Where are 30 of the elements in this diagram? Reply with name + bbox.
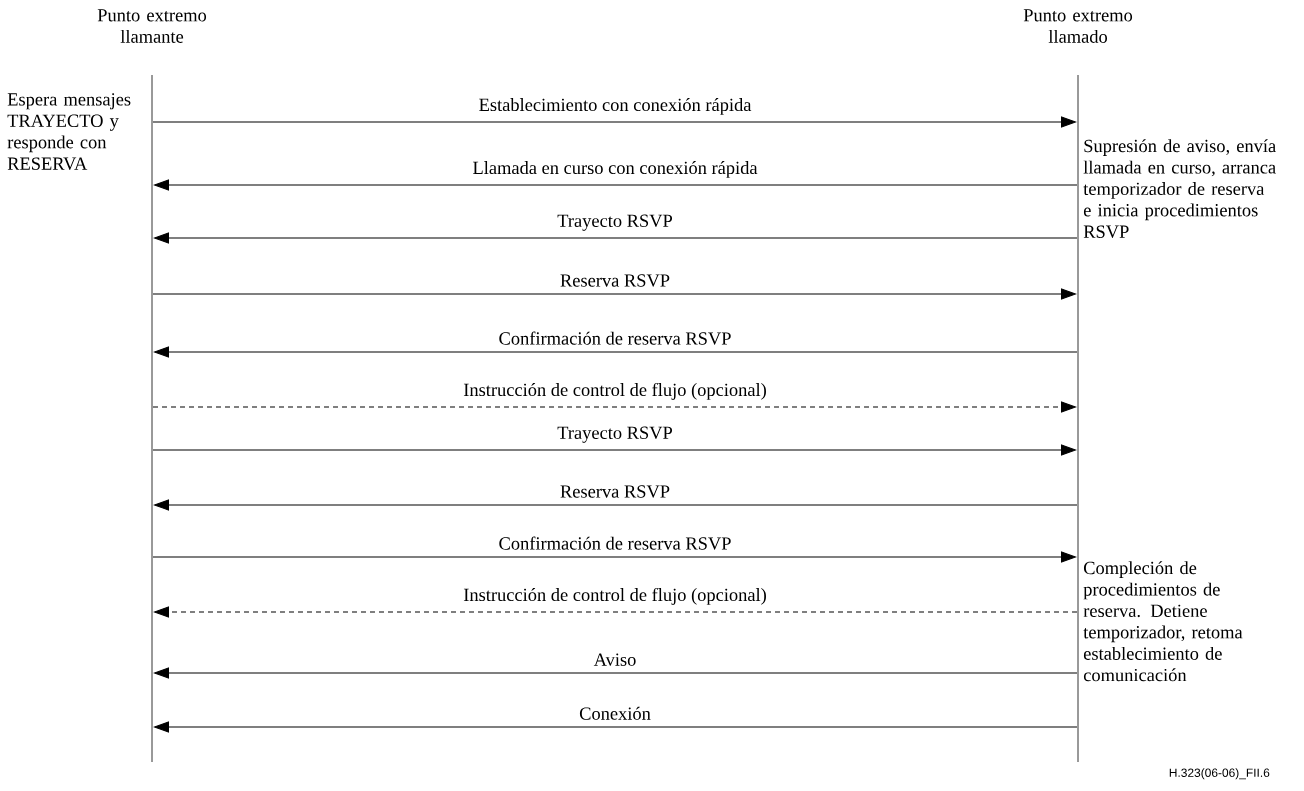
message-label: Instrucción de control de flujo (opcional): [463, 587, 766, 605]
message-label: Confirmación de reserva RSVP: [499, 536, 731, 550]
message-arrow: [154, 232, 1078, 244]
message-arrow: [152, 116, 1076, 128]
message-arrow: [154, 499, 1078, 511]
figure-id: H.323(06-06)_FII.6: [1169, 768, 1270, 780]
message-label: Llamada en curso con conexión rápida: [473, 161, 758, 178]
message-arrow: [152, 288, 1076, 300]
message-label: Confirmación de reserva RSVP: [499, 331, 731, 345]
message-arrow: [152, 551, 1076, 563]
message-label: Establecimiento con conexión rápida: [479, 98, 752, 115]
message-label: Reserva RSVP: [560, 274, 670, 287]
participant-label: Punto extremo llamado: [1023, 9, 1133, 43]
message-arrow: [154, 721, 1078, 733]
note-text: Supresión de aviso, envía llamada en curso, arranca temporizador de reserva e inicia procedimientos RSVP: [1083, 139, 1276, 238]
message-label: Instrucción de control de flujo (opcional): [463, 382, 766, 400]
message-arrow: [154, 346, 1078, 358]
message-arrow: [154, 667, 1078, 679]
message-arrow: [154, 606, 1078, 618]
note-text: Compleción de procedimientos de reserva. Detiene temporizador, retoma establecimiento de comunicación: [1083, 561, 1243, 682]
message-label: Conexión: [579, 706, 651, 720]
message-arrow: [152, 401, 1076, 413]
message-arrow: [154, 179, 1078, 191]
message-label: Trayecto RSVP: [557, 426, 673, 443]
message-label: Aviso: [593, 653, 636, 666]
message-label: Trayecto RSVP: [557, 214, 673, 231]
participant-label: Punto extremo llamante: [97, 9, 207, 43]
note-text: Espera mensajes TRAYECTO y responde con RESERVA: [7, 93, 131, 170]
message-arrow: [152, 444, 1076, 456]
message-label: Reserva RSVP: [560, 485, 670, 498]
